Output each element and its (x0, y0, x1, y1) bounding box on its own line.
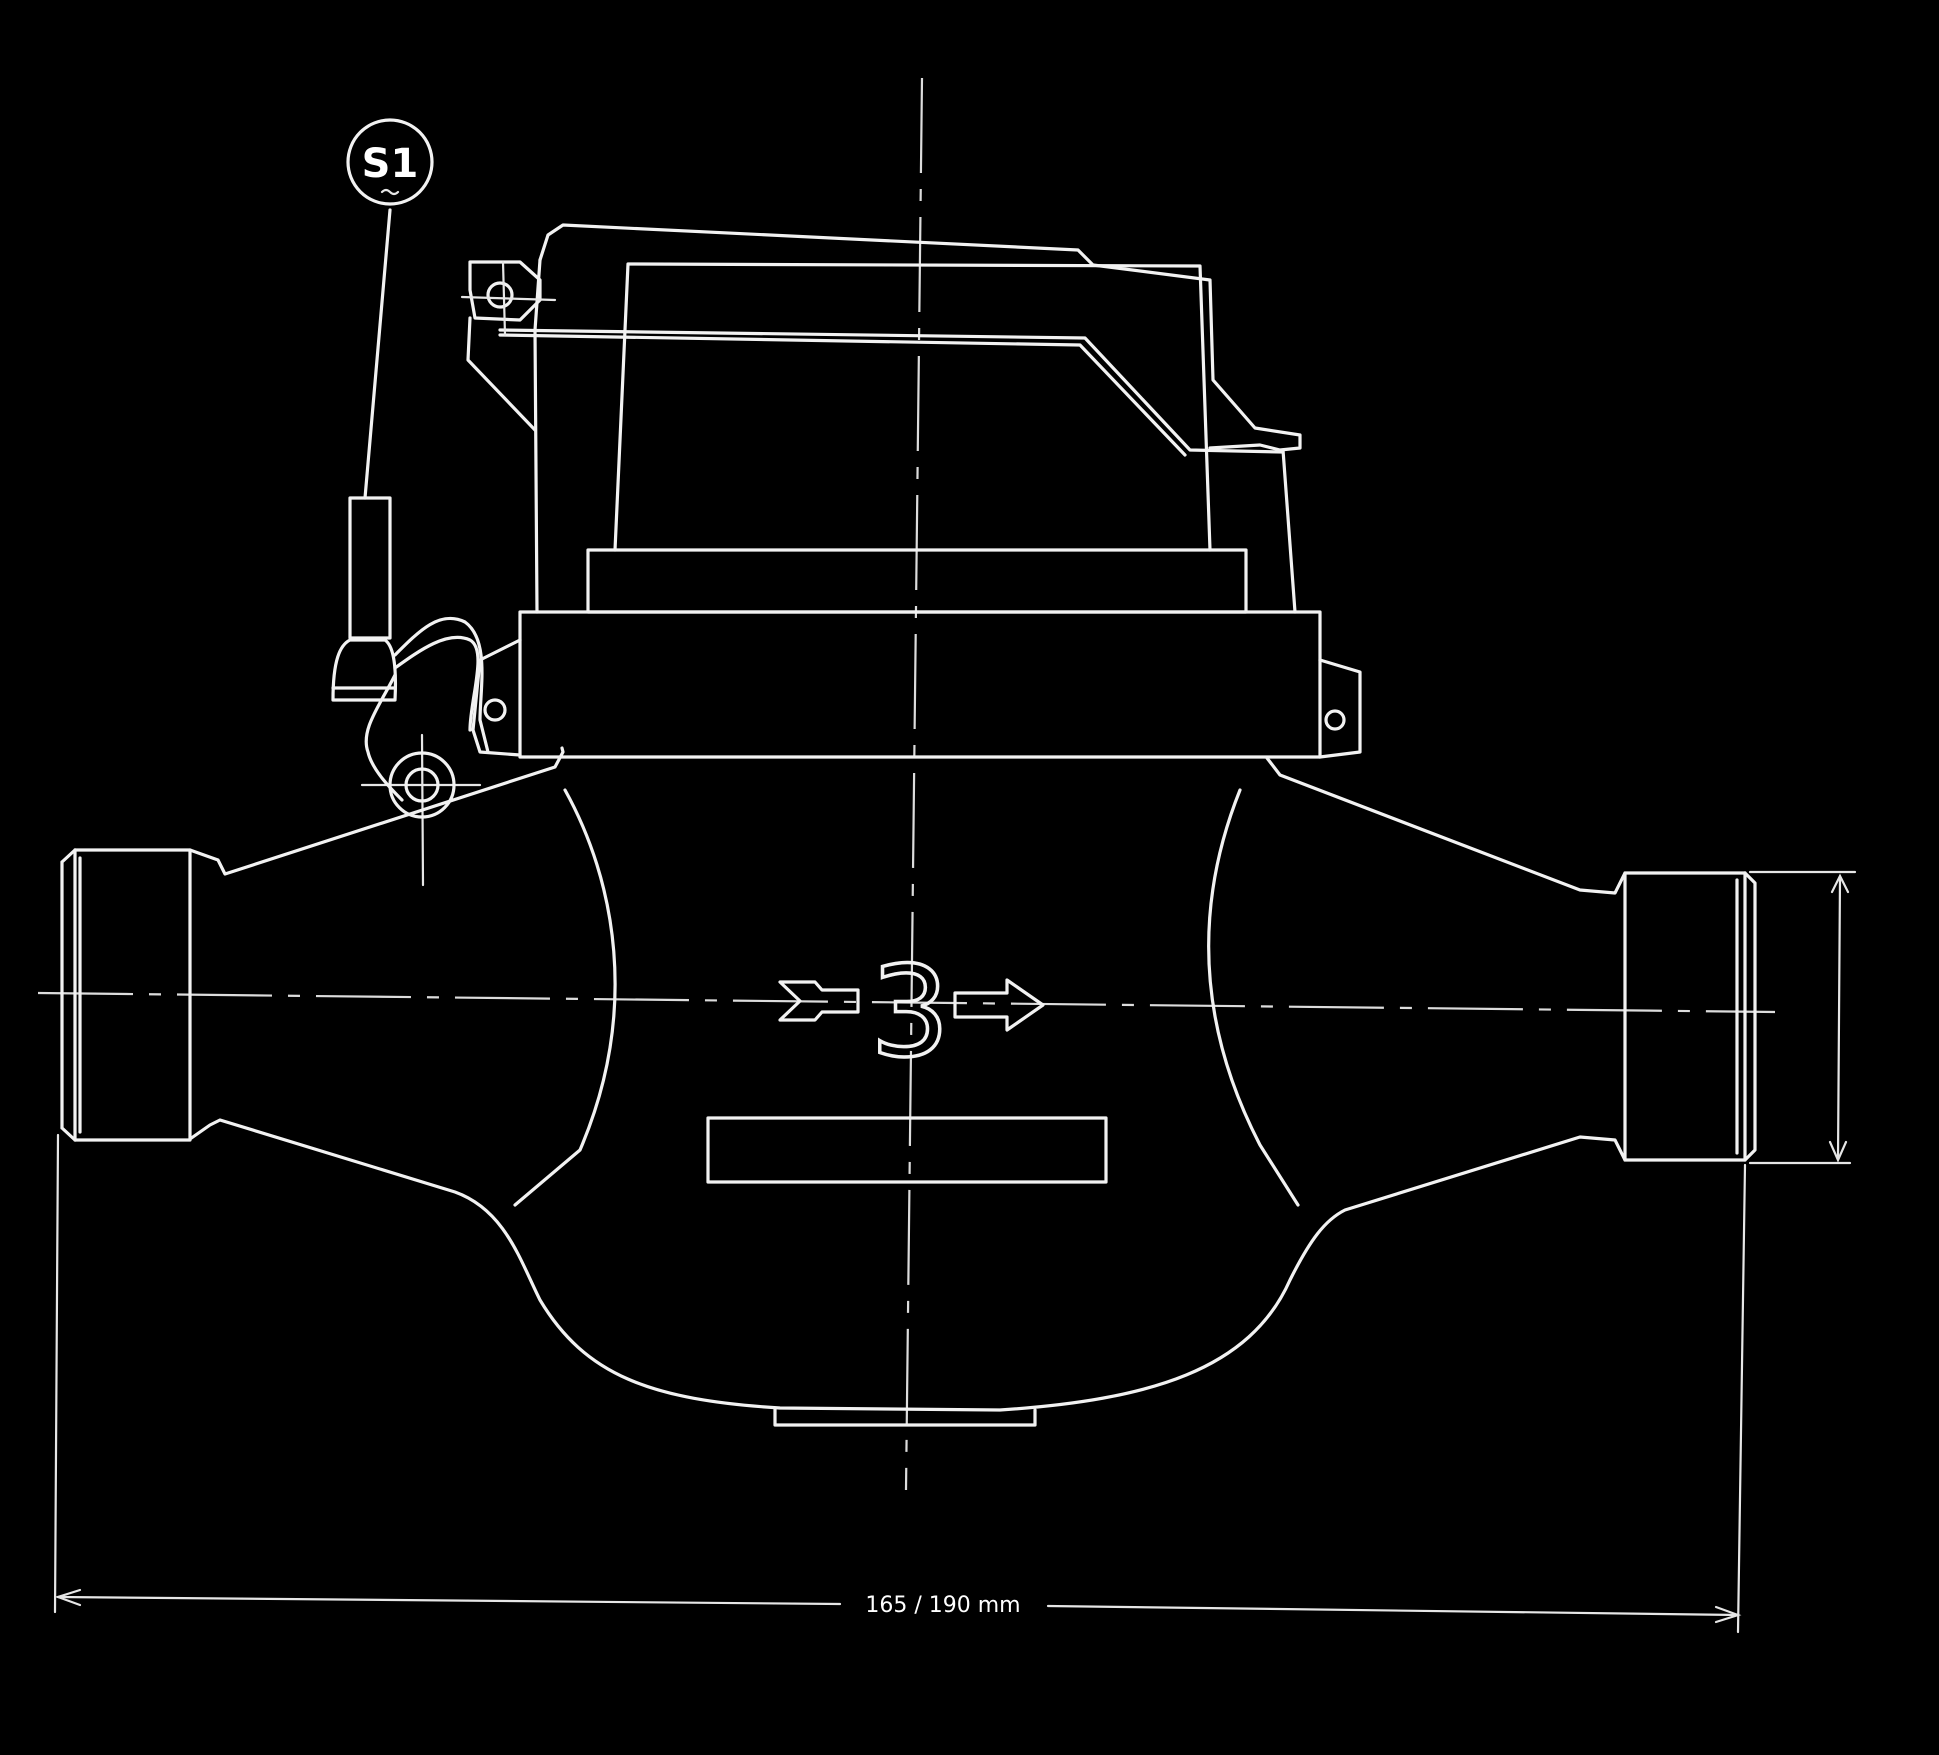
sensor-probe (348, 496, 392, 640)
length-dim-line-right (1046, 1604, 1740, 1617)
body-top-outline (188, 746, 1627, 895)
cover-lid (538, 223, 1302, 452)
meter-body (188, 746, 1627, 1427)
flow-arrow-right-icon (953, 978, 1045, 1032)
cover-hinge-bar-lower (498, 333, 1187, 457)
inlet-arrow-icon (778, 980, 860, 1022)
chamber-left-curve (513, 788, 617, 1207)
outlet-pipe-end (1623, 871, 1757, 1162)
cover-hinge-bar (498, 328, 1285, 454)
outlet-nut-chamfer (1743, 871, 1757, 1162)
right-lug-hole-icon (1324, 709, 1346, 731)
base-flange (518, 610, 1322, 759)
diameter-dimension (1748, 870, 1857, 1165)
diameter-dim-line (1836, 876, 1842, 1160)
outlet-nut-outline (1623, 871, 1747, 1162)
bottom-foot-plate (773, 1406, 1037, 1427)
sensor-cap (331, 638, 398, 702)
diameter-arrow-top-icon (1830, 873, 1850, 894)
pivot-inner-icon (404, 767, 440, 803)
pivot-outer-icon (388, 751, 456, 819)
hinge-pin-icon (486, 281, 514, 309)
cover-side-left (533, 258, 542, 614)
seal-assembly (331, 496, 490, 819)
length-extension-left (53, 1133, 60, 1614)
hinge-pin-axis-v (501, 260, 507, 337)
left-lug-hole-icon (483, 698, 507, 722)
nameplate (706, 1116, 1108, 1184)
length-label: 165 / 190 mm (865, 1593, 1020, 1618)
length-arrow-right-icon (1714, 1605, 1742, 1624)
s1-label: S1 (362, 141, 419, 187)
length-arrow-left-icon (54, 1588, 82, 1607)
chamber-right-curve (1207, 788, 1300, 1207)
register-body (613, 262, 1212, 552)
s1-callout: S1 (346, 118, 434, 500)
flow-marking: 3 (706, 938, 1108, 1184)
s1-callout-circle (346, 118, 434, 206)
inlet-nut-chamfer (60, 848, 77, 1142)
seal-wire (393, 616, 490, 754)
body-marking-label: 3 (870, 940, 950, 1085)
inlet-pipe-end (60, 848, 192, 1142)
center-axes (37, 77, 1776, 1491)
hinge-pin-axis-h (460, 295, 557, 302)
s1-leader-line (363, 208, 392, 500)
cover-side-right (1281, 448, 1297, 614)
s1-tilde-icon (380, 188, 400, 196)
register-head (460, 223, 1362, 759)
left-lug (471, 638, 522, 757)
vertical-center-axis (904, 77, 924, 1491)
length-dim-line-left (56, 1595, 842, 1606)
right-lug (1318, 658, 1362, 759)
length-extension-right (1736, 1163, 1747, 1634)
register-ring (586, 548, 1248, 614)
diameter-arrow-bottom-icon (1828, 1140, 1848, 1163)
horizontal-center-axis (37, 991, 1776, 1014)
length-dimension: 165 / 190 mm (53, 1133, 1747, 1634)
inlet-nut-outline (73, 848, 192, 1142)
hinge-bracket (466, 260, 542, 432)
body-bottom-outline (188, 1118, 1627, 1412)
